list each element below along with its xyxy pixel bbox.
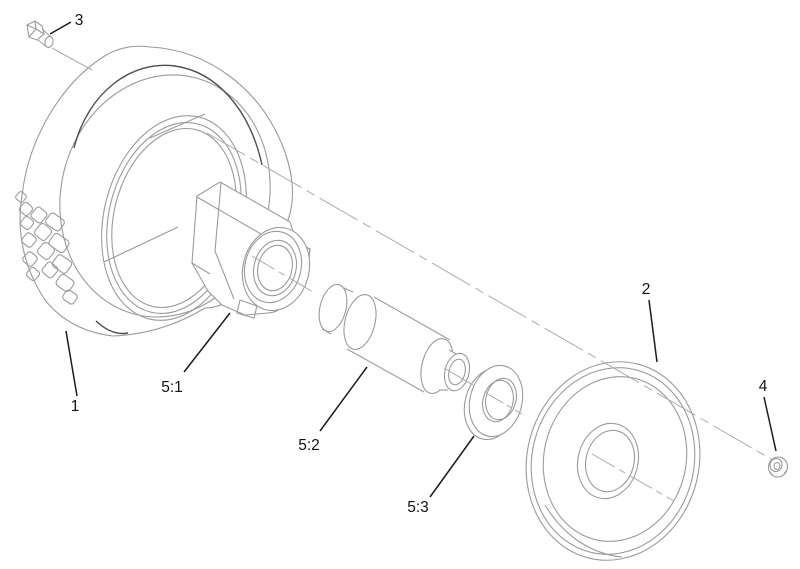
tire-inner-chord-top — [149, 113, 206, 139]
rim-outer-edge — [525, 361, 701, 561]
nut-flange — [767, 456, 789, 478]
part-bolt — [26, 20, 54, 48]
nut-hex-face — [769, 457, 783, 473]
callout-5-2: 5:2 — [298, 366, 368, 454]
spacer-bore — [448, 358, 466, 386]
callout-5-1: 5:1 — [161, 312, 231, 396]
spacer-barrel-top-line — [373, 296, 451, 341]
tire-tread-pattern — [15, 191, 78, 305]
centerline-rim-hole — [591, 453, 675, 502]
callout-2-leader — [648, 299, 658, 363]
centerline-spacer-bore — [443, 367, 474, 386]
rim-dish-ring — [542, 376, 688, 542]
centerline-bolt-segment — [51, 47, 93, 71]
hub-bore-outer — [252, 239, 298, 297]
rim-lip-inner-edge — [530, 367, 696, 555]
part-spacer — [318, 283, 471, 394]
spacer-cap-bottom-line — [321, 328, 332, 335]
hub-bottom-tab — [236, 299, 258, 319]
tire-inner-chord-bottom — [103, 226, 179, 263]
hub-front-edge — [214, 182, 235, 300]
callout-2-label: 2 — [642, 281, 651, 298]
hub-top-face-edge — [196, 196, 267, 238]
callout-1: 1 — [65, 330, 80, 415]
centerline-main — [206, 132, 772, 460]
centerline-washer-bore — [485, 392, 523, 415]
callout-1-label: 1 — [71, 398, 80, 415]
part-nut — [767, 456, 789, 478]
callout-5-2-label: 5:2 — [298, 437, 320, 454]
centerlines — [51, 47, 772, 502]
hub-bore-inner — [257, 244, 293, 292]
centerline-hub-bore — [251, 255, 314, 293]
nut-facet-lines — [769, 469, 788, 477]
tire-dark-cusp — [95, 320, 129, 335]
callout-5-3: 5:3 — [407, 435, 475, 516]
washer-bore-back — [482, 379, 514, 423]
callout-1-leader — [65, 330, 78, 397]
spacer-shoulder — [343, 294, 377, 350]
callout-5-3-leader — [429, 435, 475, 498]
rim-inner-lip-arc — [544, 504, 623, 558]
spacer-barrel-bottom-line — [346, 348, 425, 393]
callout-5-3-label: 5:3 — [407, 499, 429, 516]
washer-bore-front — [485, 377, 517, 421]
callout-5-1-label: 5:1 — [161, 379, 183, 396]
washer-front-face — [468, 364, 524, 438]
callout-5-2-leader — [319, 366, 368, 432]
callout-3-label: 3 — [75, 12, 84, 29]
part-rim — [525, 361, 701, 561]
rim-center-hole-outer — [576, 422, 640, 500]
tire-dark-arc — [73, 64, 263, 166]
spacer-cap-top-line — [343, 287, 354, 293]
bolt-head-facets — [26, 20, 45, 38]
callout-4: 4 — [759, 378, 777, 452]
callout-2: 2 — [642, 281, 658, 363]
callout-3-leader — [49, 21, 72, 35]
bolt-tip — [44, 36, 54, 48]
callout-5-1-leader — [183, 312, 231, 373]
rim-center-hole-inner — [584, 429, 636, 493]
hub-bottom-face-edge — [191, 262, 211, 275]
callout-3: 3 — [49, 12, 84, 35]
part-hub — [191, 181, 311, 319]
hub-flange-face — [243, 230, 303, 304]
callout-4-label: 4 — [759, 378, 768, 395]
callout-4-leader — [763, 396, 777, 452]
nut-bore — [773, 461, 781, 471]
